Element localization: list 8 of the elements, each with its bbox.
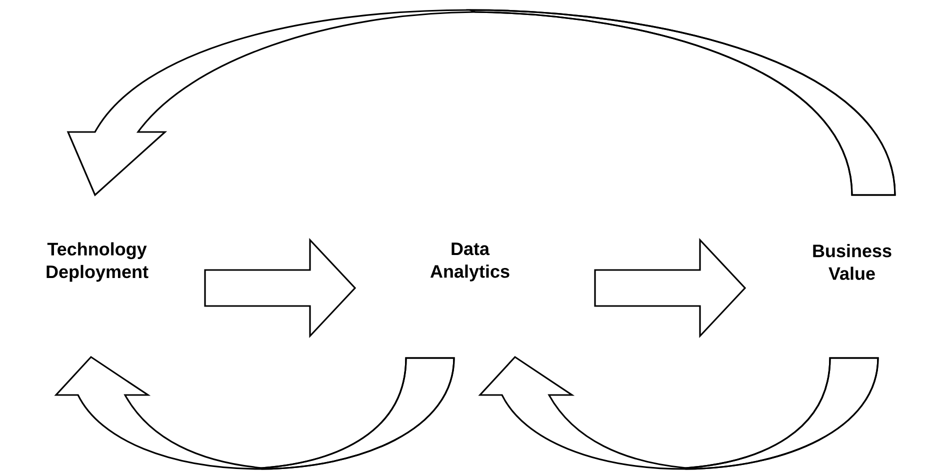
curved-arrow xyxy=(55,356,455,470)
node-label: Business Value xyxy=(813,244,892,280)
node-label: Data Analytics xyxy=(430,242,510,282)
node-label: Technology Deployment xyxy=(46,242,148,282)
curved-arrow xyxy=(479,356,879,470)
curved-arrow xyxy=(67,9,896,196)
block-arrow xyxy=(204,238,356,338)
block-arrow xyxy=(594,238,746,338)
